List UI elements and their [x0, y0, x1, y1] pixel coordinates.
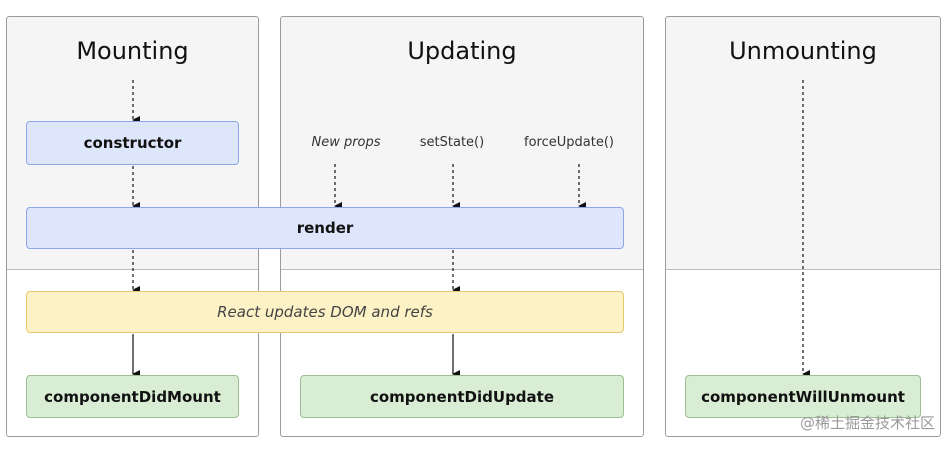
trigger-new-props: New props	[311, 135, 381, 150]
unmounting-title: Unmounting	[729, 37, 877, 65]
updating-title: Updating	[407, 37, 517, 65]
component-did-mount-box: componentDidMount	[26, 375, 239, 418]
constructor-box: constructor	[26, 121, 239, 165]
watermark-text: @稀土掘金技术社区	[799, 414, 935, 432]
phase-divider	[666, 269, 940, 270]
trigger-set-state: setState()	[419, 135, 485, 150]
phase-divider	[281, 269, 643, 270]
component-did-update-box: componentDidUpdate	[300, 375, 624, 418]
component-will-unmount-box: componentWillUnmount	[685, 375, 921, 418]
render-box: render	[26, 207, 624, 249]
phase-divider	[7, 269, 258, 270]
react-updates-dom-box: React updates DOM and refs	[26, 291, 624, 333]
unmounting-panel: Unmounting	[665, 16, 941, 437]
trigger-force-update: forceUpdate()	[524, 135, 614, 150]
mounting-title: Mounting	[76, 37, 189, 65]
